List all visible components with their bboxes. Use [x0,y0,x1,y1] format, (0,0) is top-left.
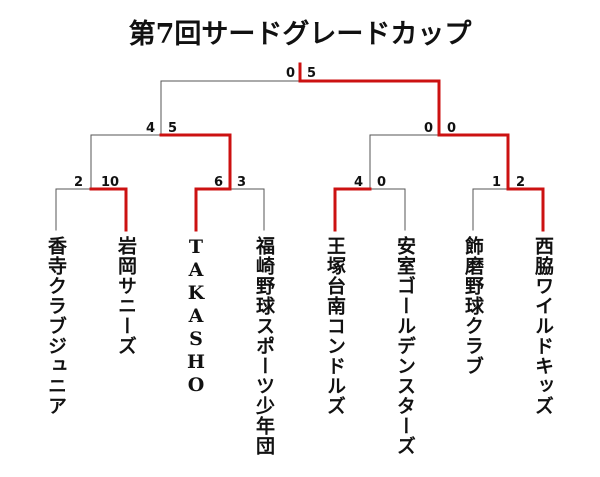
score: 6 [214,175,224,190]
score: 1 [492,175,502,190]
score: 3 [237,175,247,190]
score: 10 [101,175,120,190]
team-name: 安室ゴールデンスターズ [394,236,416,456]
score: 5 [307,66,317,81]
score: 2 [516,175,526,190]
score: 0 [377,175,387,190]
tournament-title: 第7回サードグレードカップ [128,19,472,50]
winner-lines [89,62,545,232]
team-name: 西脇ワイルドキッズ [532,236,554,416]
score: 4 [354,175,364,190]
score: 0 [286,66,296,81]
team-name: 香寺クラブジュニア [45,236,67,416]
score: 2 [74,175,84,190]
score: 5 [168,121,178,136]
loser-lines [55,80,509,231]
score: 0 [447,121,457,136]
team-name: 岩岡サニーズ [115,236,137,356]
team-name: 王塚台南コンドルズ [324,236,346,416]
team-name: 福崎野球スポーツ少年団 [253,236,275,456]
score: 4 [146,121,156,136]
team-name: 飾磨野球クラブ [462,236,484,376]
score: 0 [424,121,434,136]
team-name: TAKASHO [185,236,207,397]
